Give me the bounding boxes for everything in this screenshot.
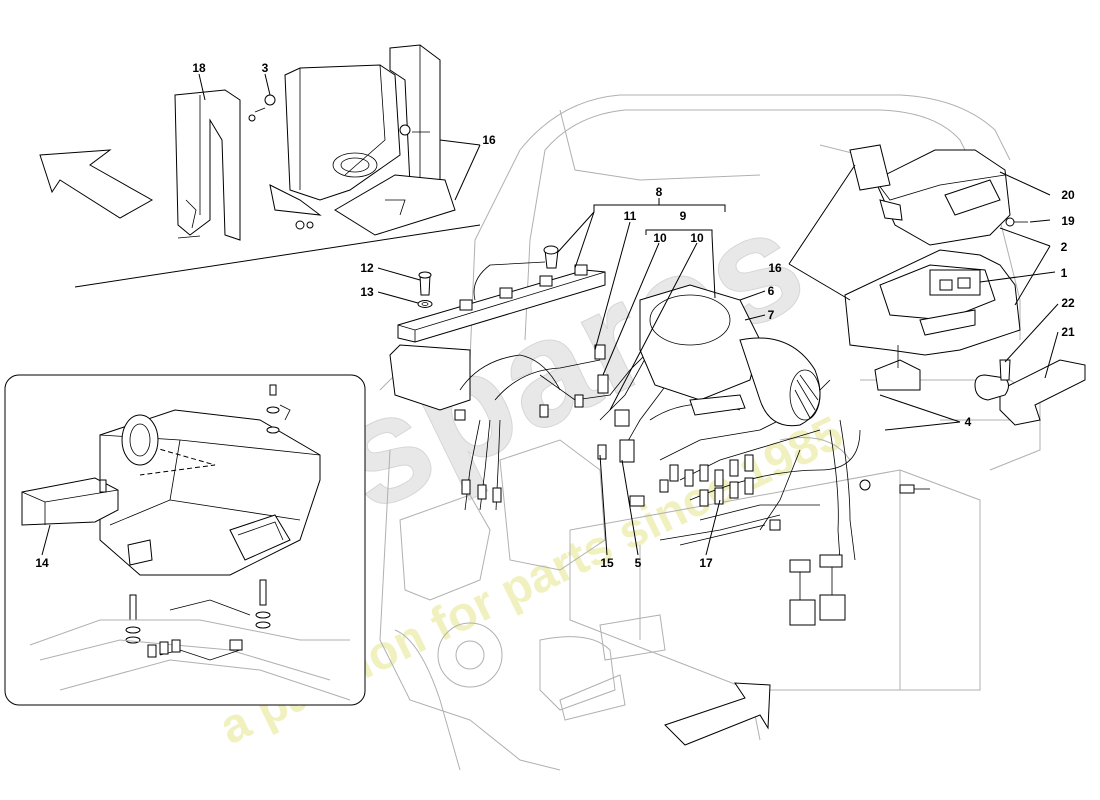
airbox-filter-part-14 — [21, 477, 119, 526]
fuel-rail-assembly — [397, 245, 606, 343]
ecu-label-plate — [944, 179, 1001, 216]
callout-9: 9 — [680, 209, 687, 223]
callout-4: 4 — [965, 415, 972, 429]
engine-wiring-harness — [389, 284, 930, 626]
callout-14: 14 — [35, 556, 49, 570]
callout-16-right: 16 — [768, 261, 782, 275]
callout-1: 1 — [1061, 266, 1068, 280]
callout-20: 20 — [1061, 188, 1075, 202]
leader-lines — [41, 73, 1059, 556]
control-unit-assembly — [844, 144, 1086, 426]
callout-12: 12 — [360, 261, 374, 275]
air-duct-part-18 — [174, 89, 241, 241]
air-duct-part-16-lower — [334, 174, 456, 236]
callout-21: 21 — [1061, 325, 1075, 339]
arrow-bottom-right — [664, 682, 771, 746]
callout-13: 13 — [360, 285, 374, 299]
air-duct-assembly — [174, 44, 456, 241]
clamp-part-22-ring — [974, 374, 1009, 401]
arrow-top-left — [39, 149, 154, 219]
inset-airbox — [4, 374, 366, 706]
callout-10-b: 10 — [690, 231, 704, 245]
callout-17: 17 — [699, 556, 713, 570]
callout-3: 3 — [262, 61, 269, 75]
air-duct-part-3 — [284, 64, 401, 201]
callout-10-a: 10 — [653, 231, 667, 245]
callout-18: 18 — [192, 61, 206, 75]
callout-7: 7 — [768, 308, 775, 322]
callout-15: 15 — [600, 556, 614, 570]
callout-8: 8 — [656, 185, 663, 199]
callout-19: 19 — [1061, 214, 1075, 228]
ecu-cover — [874, 149, 1011, 246]
throttle-body — [639, 284, 761, 401]
callout-22: 22 — [1061, 296, 1075, 310]
callout-11: 11 — [624, 209, 637, 223]
callout-5: 5 — [635, 556, 642, 570]
callout-6: 6 — [768, 284, 775, 298]
callout-2: 2 — [1061, 240, 1068, 254]
callout-16-top: 16 — [482, 133, 496, 147]
callout-labels: 18 3 16 8 11 9 10 10 12 13 6 7 16 20 19 … — [35, 61, 1075, 570]
bracket-part-21 — [999, 359, 1086, 426]
